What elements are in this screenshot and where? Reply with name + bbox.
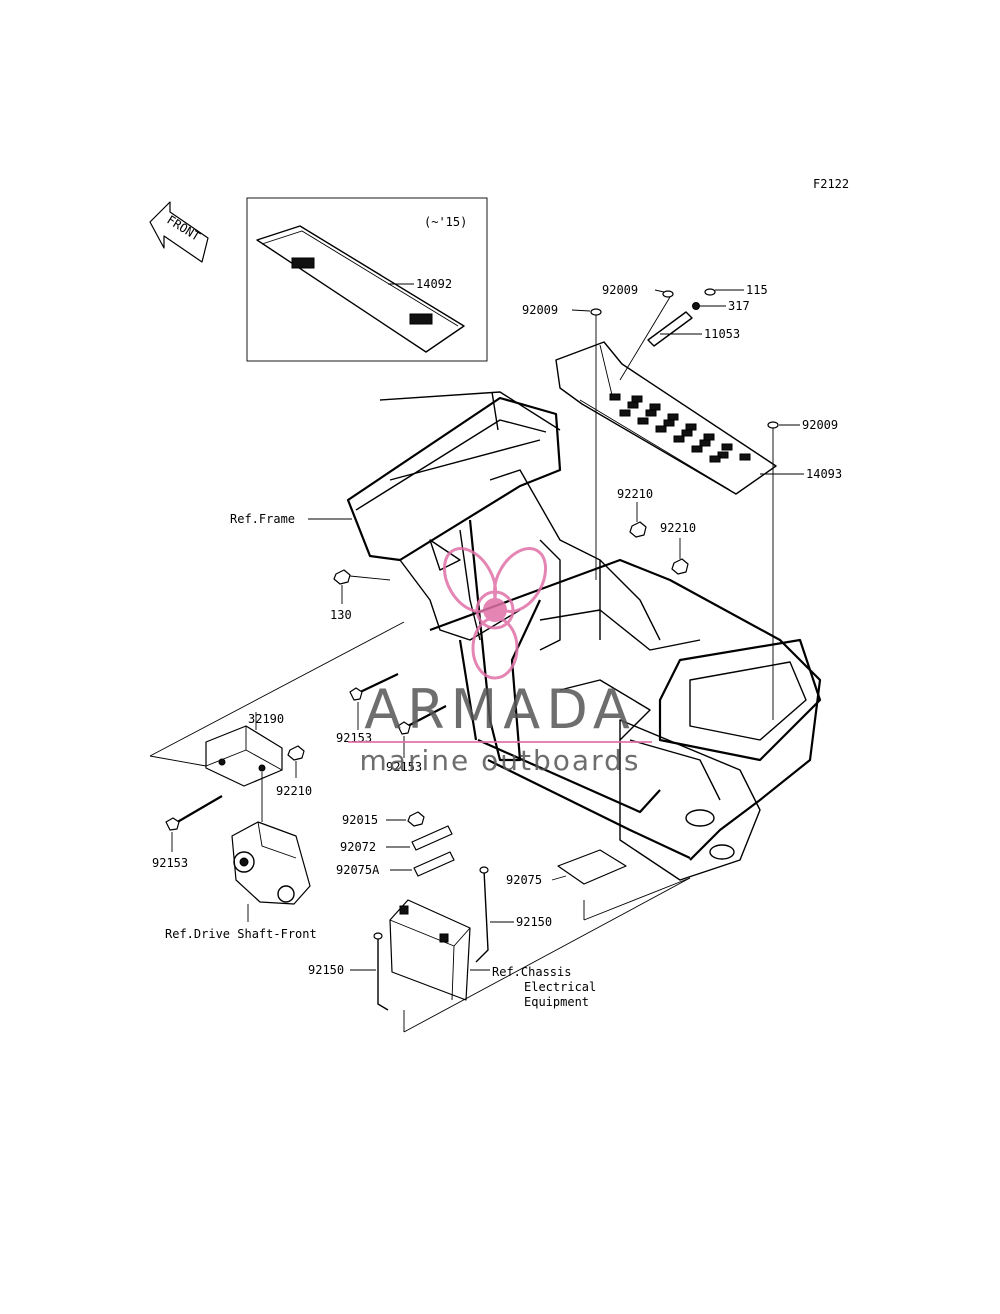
bolt-92009-left: 92009 <box>522 303 602 580</box>
rod-92150-right: 92150 <box>475 866 552 963</box>
bolt-92009-right: 92009 <box>767 418 838 720</box>
skid-plate-old-vents <box>291 257 433 325</box>
rod-92150-left: 92150 <box>308 932 389 1011</box>
part-label-14093: 14093 <box>806 467 842 481</box>
inset-box: (~'15) 14092 <box>246 197 488 362</box>
inset-note: (~'15) <box>424 215 467 229</box>
part-label-92210-c: 92210 <box>276 784 312 798</box>
diagram-code: F2122 <box>813 177 849 191</box>
washer-317: 317 <box>692 299 750 313</box>
frame-assembly <box>346 391 822 881</box>
part-label-92153-left: 92153 <box>152 856 188 870</box>
part-label-92009-right: 92009 <box>802 418 838 432</box>
part-label-11053: 11053 <box>704 327 740 341</box>
skid-plate-old-shape <box>256 225 465 353</box>
nut-92015: 92015 <box>342 811 425 827</box>
part-label-92015: 92015 <box>342 813 378 827</box>
watermark-tagline: marine outboards <box>360 744 641 777</box>
pad-92075A: 92075A <box>336 851 455 877</box>
ref-chassis-label-1: Ref.Chassis <box>492 965 571 979</box>
part-label-92075A: 92075A <box>336 863 380 877</box>
part-label-92075: 92075 <box>506 873 542 887</box>
watermark-logo: ARMADA marine outboards <box>348 547 652 777</box>
skid-plate-vents <box>609 393 751 463</box>
bolt-92153-lower: 92153 <box>386 705 447 774</box>
bracket-32190: 32190 <box>205 712 284 787</box>
nut-92210-c: 92210 <box>276 745 312 798</box>
bolt-92009-top: 92009 <box>602 283 674 298</box>
part-label-92210-a: 92210 <box>617 487 653 501</box>
part-label-92210-b: 92210 <box>660 521 696 535</box>
front-differential: Ref.Drive Shaft-Front <box>165 772 317 941</box>
nut-92210-b: 92210 <box>660 521 696 575</box>
part-label-130: 130 <box>330 608 352 622</box>
pad-92075: 92075 <box>506 849 627 887</box>
front-arrow-icon: FRONT <box>149 201 209 263</box>
nut-92210-a: 92210 <box>617 487 653 538</box>
bolt-115: 115 <box>704 283 768 297</box>
skid-plate-14093: 14093 <box>555 341 842 495</box>
propeller-icon <box>442 547 548 680</box>
part-label-92009-top: 92009 <box>602 283 638 297</box>
ref-drive-shaft-label: Ref.Drive Shaft-Front <box>165 927 317 941</box>
watermark-brand: ARMADA <box>364 678 636 741</box>
part-label-92072: 92072 <box>340 840 376 854</box>
ref-chassis-label-2: Electrical <box>524 980 596 994</box>
part-label-92150-left: 92150 <box>308 963 344 977</box>
part-label-14092: 14092 <box>416 277 452 291</box>
part-label-92150-right: 92150 <box>516 915 552 929</box>
part-label-115: 115 <box>746 283 768 297</box>
plate-92072: 92072 <box>340 825 453 854</box>
ref-chassis-label-3: Equipment <box>524 995 589 1009</box>
part-label-32190: 32190 <box>248 712 284 726</box>
battery: Ref.Chassis Electrical Equipment <box>389 899 596 1009</box>
bolt-92153-left: 92153 <box>152 795 223 870</box>
bolt-130: 130 <box>330 569 391 622</box>
part-label-92153-lower: 92153 <box>386 760 422 774</box>
ref-frame-label: Ref.Frame <box>230 512 295 526</box>
part-label-92009-left: 92009 <box>522 303 558 317</box>
part-label-317: 317 <box>728 299 750 313</box>
bracket-11053: 11053 <box>619 296 740 381</box>
